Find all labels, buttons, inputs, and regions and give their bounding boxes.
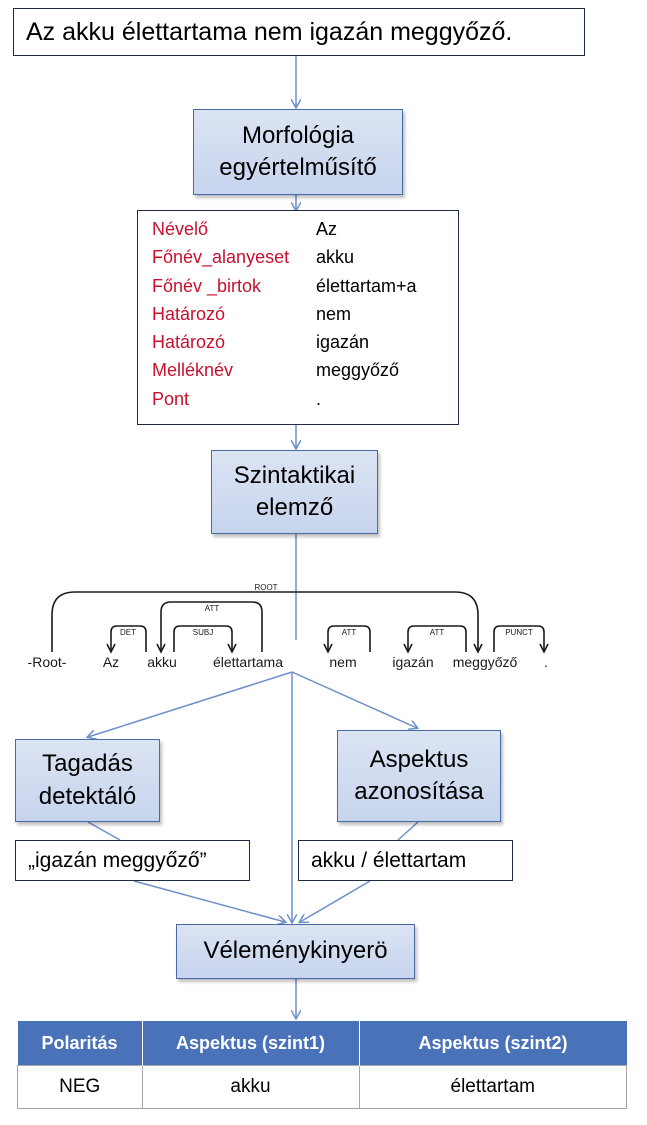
result-table-header-row: Polaritás Aspektus (szint1) Aspektus (sz… (17, 1021, 627, 1066)
result-table-header: Polaritás (17, 1021, 143, 1066)
token: igazán (392, 654, 433, 670)
arc-root-head (473, 643, 483, 654)
relation-label: PUNCT (505, 628, 533, 637)
morphology-output: Névelő Az Főnév_alanyeset akku Főnév _birt… (137, 210, 459, 425)
input-sentence-text: Az akku élettartama nem igazán meggyőző. (26, 17, 513, 46)
aspect-result-box: akku / élettartam (298, 840, 513, 881)
result-table-header: Aspektus (szint1) (142, 1021, 360, 1066)
morph-row: Határozó nem (152, 300, 458, 328)
arrow-negresult-to-opinion (133, 880, 285, 922)
relation-label: ATT (430, 628, 445, 637)
arc-att-2 (327, 625, 371, 652)
arc-punct-head (539, 643, 549, 654)
aspect-identifier-box: Aspektus azonosítása (337, 730, 501, 822)
syntax-title: Szintaktikai elemző (233, 461, 356, 521)
input-sentence-box: Az akku élettartama nem igazán meggyőző. (13, 8, 585, 56)
token: . (544, 654, 548, 670)
morph-word: akku (316, 247, 355, 268)
morph-row: Névelő Az (152, 215, 458, 243)
relation-label: ATT (342, 628, 357, 637)
morph-word: meggyőző (316, 360, 400, 381)
relation-label: ATT (205, 604, 220, 613)
arc-punct (493, 625, 545, 652)
morph-row: Főnév _birtok élettartam+a (152, 272, 458, 300)
token: nem (329, 654, 356, 670)
morph-word: Az (316, 219, 338, 239)
token: élettartama (213, 654, 283, 670)
token: meggyőző (453, 654, 518, 670)
aspect-identifier-title: Aspektus azonosítása (354, 745, 484, 805)
opinion-extractor-title: Véleménykinyerö (203, 937, 388, 965)
morphology-box: Morfológia egyértelműsítő (193, 109, 403, 195)
morph-row: Főnév_alanyeset akku (152, 243, 458, 271)
arc-det (110, 625, 147, 652)
morphology-title: Morfológia egyértelműsítő (219, 121, 377, 181)
negation-detector-box: Tagadás detektáló (15, 739, 160, 822)
arc-att-2-head (323, 643, 333, 654)
relation-label: SUBJ (193, 628, 213, 637)
result-table-row: NEG akku élettartam (17, 1065, 627, 1109)
arrow-tree-to-negation (88, 671, 293, 737)
relation-label: ROOT (254, 583, 277, 592)
arc-subj (173, 625, 233, 652)
result-table-cell: élettartam (358, 1065, 627, 1109)
morph-word: . (316, 388, 322, 409)
morph-row: Melléknév meggyőző (152, 356, 458, 384)
morph-tag: Határozó (152, 332, 226, 353)
morph-tag: Névelő (152, 219, 209, 239)
negation-result-box: „igazán meggyőző” (15, 840, 250, 881)
morph-tag: Főnév_alanyeset (152, 247, 290, 268)
morph-tag: Határozó (152, 303, 226, 324)
arrow-aspect-to-result (397, 821, 419, 841)
morph-word: nem (316, 303, 352, 324)
result-table-cell: NEG (17, 1065, 143, 1109)
arrow-tree-to-aspect (291, 671, 417, 728)
morph-word: élettartam+a (316, 275, 417, 296)
result-table-header: Aspektus (szint2) (359, 1021, 627, 1066)
arrow-aspresult-to-opinion (300, 880, 371, 922)
arc-subj-head (227, 643, 237, 654)
result-table-cell: akku (141, 1065, 360, 1109)
token: Az (103, 654, 119, 670)
morph-tag: Pont (152, 388, 190, 409)
result-table: Polaritás Aspektus (szint1) Aspektus (sz… (17, 1021, 627, 1109)
arc-root (51, 591, 479, 652)
token: -Root- (28, 654, 67, 670)
token: akku (147, 654, 177, 670)
morph-row: Pont. (152, 385, 458, 413)
arrow-negation-to-result (87, 821, 121, 841)
arc-att-3-head (403, 643, 413, 654)
arc-att-1-head (156, 643, 166, 654)
morph-word: igazán (316, 332, 370, 353)
morph-tag: Melléknév (152, 360, 234, 381)
negation-detector-title: Tagadás detektáló (38, 750, 137, 810)
relation-label: DET (120, 628, 136, 637)
negation-result-text: „igazán meggyőző” (28, 848, 207, 872)
arc-det-head (106, 643, 116, 654)
morph-tag: Főnév _birtok (152, 275, 262, 296)
opinion-extractor-box: Véleménykinyerö (176, 924, 415, 979)
arc-att-1 (160, 601, 263, 652)
arc-att-3 (407, 625, 467, 652)
aspect-result-text: akku / élettartam (311, 848, 467, 872)
morph-row: Határozó igazán (152, 328, 458, 356)
syntax-box: Szintaktikai elemző (211, 450, 378, 534)
